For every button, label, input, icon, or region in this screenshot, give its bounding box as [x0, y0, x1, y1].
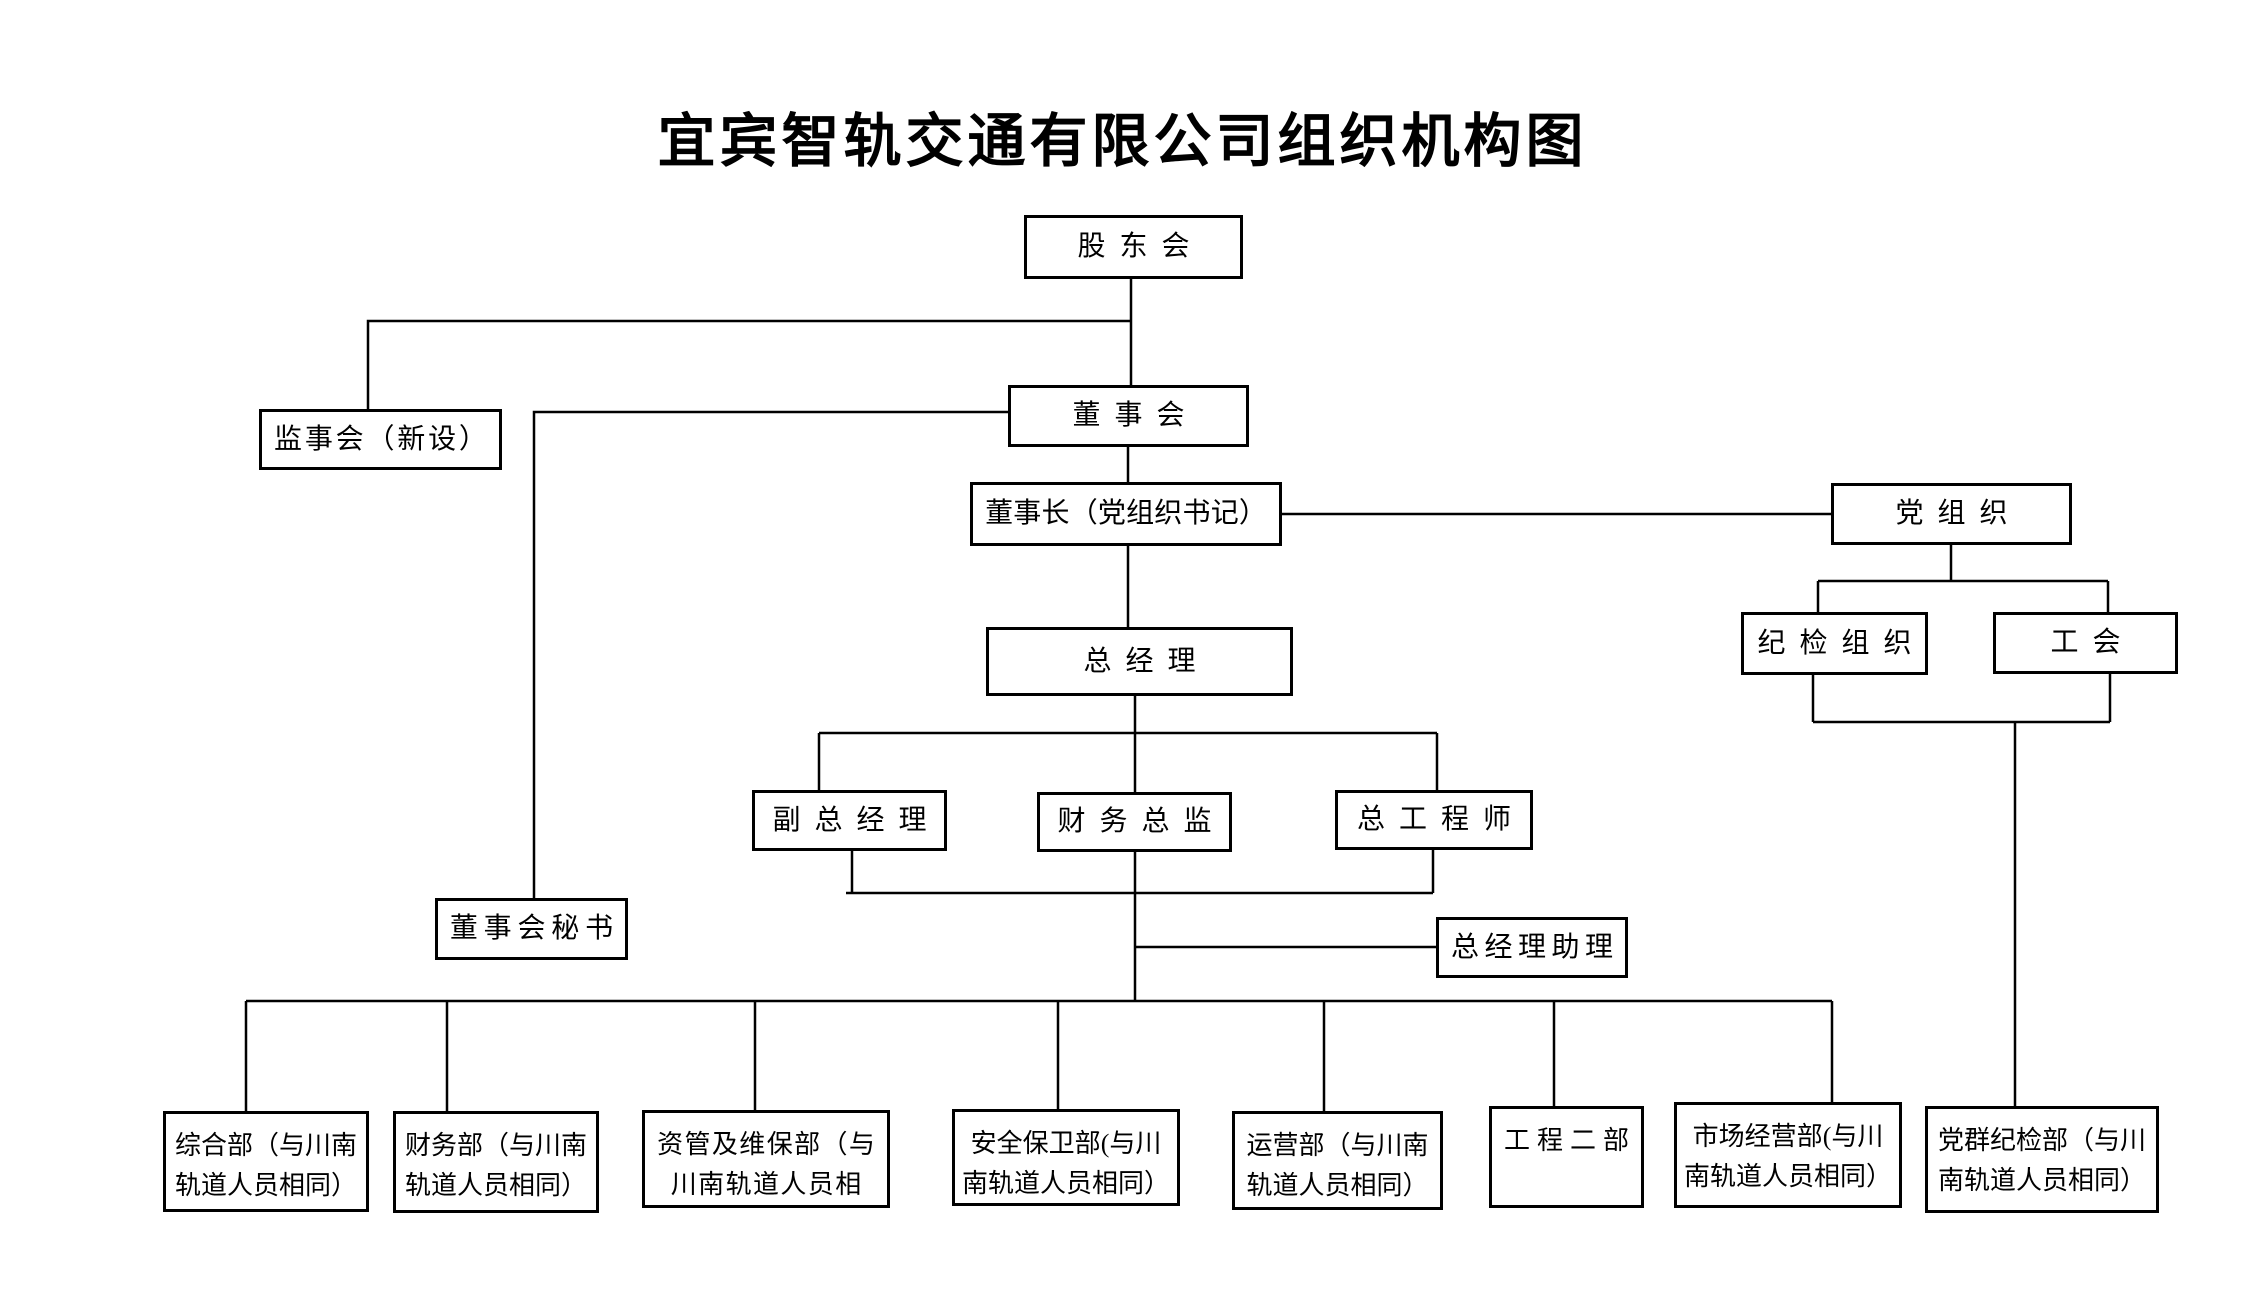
org-node-label: 董事会秘书	[449, 913, 614, 944]
org-node-label: 股东会	[1077, 231, 1190, 262]
org-node-label: 综合部（与川南	[174, 1131, 358, 1160]
org-node-finance-director: 财务总监	[1037, 792, 1232, 852]
org-node-label: 南轨道人员相同）	[1937, 1166, 2147, 1195]
org-node-board-of-directors: 董事会	[1008, 385, 1249, 447]
org-node-label: 总经理助理	[1450, 931, 1614, 963]
chart-title: 宜宾智轨交通有限公司组织机构图	[657, 109, 1588, 174]
org-node-label: 南轨道人员相同）	[1683, 1162, 1893, 1191]
org-node-label: 董事长（党组织书记）	[985, 498, 1267, 529]
org-node-supervisory-board: 监事会（新设）	[259, 409, 502, 470]
org-node-chief-engineer: 总工程师	[1335, 790, 1533, 850]
org-node-label: 运营部（与川南	[1246, 1131, 1429, 1160]
org-node-label: 川南轨道人员相	[670, 1170, 862, 1199]
org-node-label: 副总经理	[772, 804, 927, 836]
org-node-label: 纪检组织	[1757, 627, 1912, 659]
org-node-engineering-dept-2: 工程二部	[1489, 1106, 1644, 1208]
org-node-gm-assistant: 总经理助理	[1436, 917, 1628, 978]
org-node-chairman: 董事长（党组织书记）	[970, 482, 1282, 546]
org-node-operations-dept: 运营部（与川南轨道人员相同）	[1232, 1111, 1443, 1210]
org-node-marketing-dept: 市场经营部(与川南轨道人员相同）	[1674, 1102, 1902, 1208]
org-node-label: 安全保卫部(与川	[970, 1129, 1162, 1158]
org-node-label: 南轨道人员相同）	[961, 1169, 1171, 1198]
org-node-label: 党群纪检部（与川	[1937, 1126, 2147, 1155]
org-node-deputy-general-manager: 副总经理	[752, 790, 947, 851]
connector-board-to-secretary	[532, 410, 1008, 902]
org-node-label: 工程二部	[1503, 1126, 1630, 1155]
org-node-finance-dept: 财务部（与川南轨道人员相同）	[393, 1111, 599, 1213]
org-node-asset-maintenance-dept: 资管及维保部（与川南轨道人员相	[642, 1110, 890, 1208]
org-node-general-manager: 总经理	[986, 627, 1293, 696]
org-node-label: 轨道人员相同）	[174, 1171, 358, 1200]
org-node-label: 工会	[2050, 627, 2121, 658]
org-node-label: 轨道人员相同）	[1246, 1171, 1429, 1200]
org-node-label: 监事会（新设）	[274, 423, 487, 455]
org-node-security-dept: 安全保卫部(与川南轨道人员相同）	[952, 1109, 1180, 1206]
org-node-label: 资管及维保部（与	[657, 1130, 875, 1159]
org-node-label: 总经理	[1083, 645, 1196, 677]
org-node-label: 董事会	[1072, 400, 1185, 431]
org-node-label: 党组织	[1895, 498, 2008, 529]
org-node-label: 轨道人员相同）	[404, 1171, 588, 1200]
connector-branch-to-supervisory	[366, 319, 1131, 412]
org-node-shareholders-meeting: 股东会	[1024, 215, 1243, 279]
org-node-label: 财务总监	[1057, 806, 1212, 837]
org-node-party-organization: 党组织	[1831, 483, 2072, 545]
org-node-party-discipline-dept: 党群纪检部（与川南轨道人员相同）	[1925, 1106, 2159, 1213]
org-node-general-dept: 综合部（与川南轨道人员相同）	[163, 1111, 369, 1212]
org-node-discipline-inspection-org: 纪检组织	[1741, 612, 1928, 675]
org-node-label: 总工程师	[1356, 804, 1512, 835]
org-node-label: 市场经营部(与川	[1692, 1122, 1884, 1151]
org-node-label: 财务部（与川南	[404, 1131, 588, 1160]
org-node-board-secretary: 董事会秘书	[435, 898, 628, 960]
org-node-labor-union: 工会	[1993, 612, 2178, 674]
